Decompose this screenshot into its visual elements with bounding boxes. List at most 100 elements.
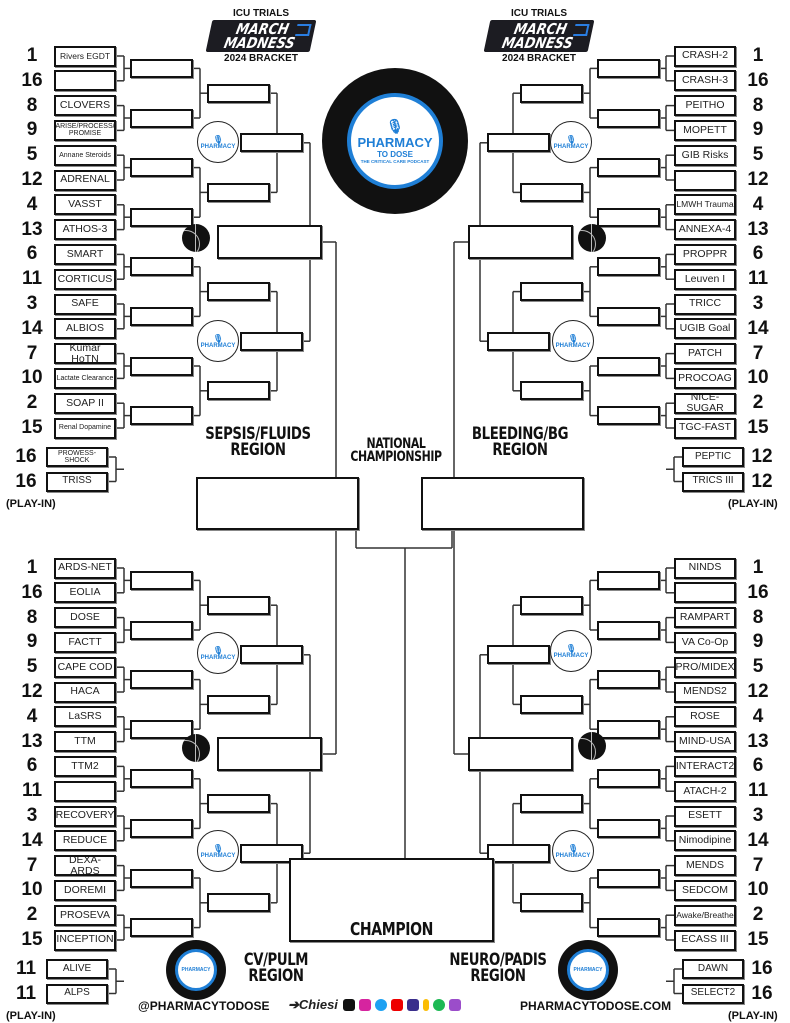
team-slot[interactable]: PROPPR bbox=[674, 243, 736, 265]
team-slot[interactable]: VA Co-Op bbox=[674, 631, 736, 653]
elite8-slot[interactable] bbox=[240, 645, 303, 665]
round2-slot[interactable] bbox=[130, 719, 193, 739]
team-slot[interactable]: ALBIOS bbox=[54, 318, 116, 340]
sweet16-slot[interactable] bbox=[520, 282, 583, 302]
sweet16-slot[interactable] bbox=[207, 694, 270, 714]
elite8-slot[interactable] bbox=[487, 133, 550, 153]
playin-slot[interactable]: SELECT2 bbox=[682, 983, 744, 1004]
round2-slot[interactable] bbox=[130, 868, 193, 888]
round2-slot[interactable] bbox=[597, 769, 660, 789]
sweet16-slot[interactable] bbox=[520, 83, 583, 103]
round2-slot[interactable] bbox=[597, 158, 660, 178]
team-slot[interactable]: HACA bbox=[54, 681, 116, 703]
round2-slot[interactable] bbox=[597, 406, 660, 426]
google-podcasts-icon[interactable] bbox=[422, 999, 429, 1011]
sweet16-slot[interactable] bbox=[207, 282, 270, 302]
champion-slot[interactable] bbox=[289, 858, 494, 942]
team-slot[interactable]: REDUCE bbox=[54, 830, 116, 852]
chiesi-logo[interactable]: ➔Chiesi bbox=[288, 997, 338, 1012]
round2-slot[interactable] bbox=[130, 207, 193, 227]
team-slot[interactable]: LaSRS bbox=[54, 706, 116, 728]
playin-slot[interactable]: TRICS III bbox=[682, 471, 744, 492]
team-slot[interactable]: ESETT bbox=[674, 805, 736, 827]
round2-slot[interactable] bbox=[130, 306, 193, 326]
team-slot[interactable]: SOAP II bbox=[54, 392, 116, 414]
team-slot[interactable]: PROSEVA bbox=[54, 904, 116, 926]
round2-slot[interactable] bbox=[597, 207, 660, 227]
team-slot[interactable]: ROSE bbox=[674, 706, 736, 728]
team-slot[interactable]: MIND-USA bbox=[674, 731, 736, 753]
round2-slot[interactable] bbox=[130, 356, 193, 376]
playin-slot[interactable]: DAWN bbox=[682, 959, 744, 979]
elite8-slot[interactable] bbox=[487, 331, 550, 351]
team-slot[interactable]: NICE-SUGAR bbox=[674, 392, 736, 414]
round2-slot[interactable] bbox=[130, 108, 193, 128]
national-semifinal-slot-left[interactable] bbox=[196, 477, 359, 530]
team-slot[interactable]: TGC-FAST bbox=[674, 417, 736, 439]
sweet16-slot[interactable] bbox=[207, 794, 270, 814]
team-slot[interactable]: ATACH-2 bbox=[674, 780, 736, 802]
team-slot[interactable]: LMWH Trauma bbox=[674, 194, 736, 216]
team-slot[interactable]: Kumar HoTN bbox=[54, 343, 116, 365]
team-slot[interactable]: PATCH bbox=[674, 343, 736, 365]
team-slot[interactable]: NINDS bbox=[674, 557, 736, 579]
round2-slot[interactable] bbox=[597, 868, 660, 888]
team-slot[interactable]: UGIB Goal bbox=[674, 318, 736, 340]
regional-champion-slot[interactable] bbox=[217, 225, 322, 259]
footer-website[interactable]: PHARMACYTODOSE.COM bbox=[520, 999, 672, 1013]
team-slot[interactable] bbox=[674, 169, 736, 191]
team-slot[interactable]: Nimodipine bbox=[674, 830, 736, 852]
round2-slot[interactable] bbox=[597, 918, 660, 938]
team-slot[interactable]: ANNEXA-4 bbox=[674, 219, 736, 241]
team-slot[interactable] bbox=[54, 780, 116, 802]
round2-slot[interactable] bbox=[130, 769, 193, 789]
team-slot[interactable]: Rivers EGDT bbox=[54, 45, 116, 67]
team-slot[interactable]: ADRENAL bbox=[54, 169, 116, 191]
sweet16-slot[interactable] bbox=[207, 595, 270, 615]
playin-slot[interactable]: PROWESS-SHOCK bbox=[46, 447, 108, 467]
team-slot[interactable]: MENDS bbox=[674, 855, 736, 877]
team-slot[interactable]: SAFE bbox=[54, 293, 116, 315]
sweet16-slot[interactable] bbox=[207, 381, 270, 401]
round2-slot[interactable] bbox=[130, 570, 193, 590]
team-slot[interactable]: INTERACT2 bbox=[674, 755, 736, 777]
team-slot[interactable]: RECOVERY bbox=[54, 805, 116, 827]
round2-slot[interactable] bbox=[597, 818, 660, 838]
team-slot[interactable]: CRASH-2 bbox=[674, 45, 736, 67]
team-slot[interactable]: Lactate Clearance bbox=[54, 367, 116, 389]
team-slot[interactable]: TRICC bbox=[674, 293, 736, 315]
team-slot[interactable]: VASST bbox=[54, 194, 116, 216]
round2-slot[interactable] bbox=[597, 670, 660, 690]
team-slot[interactable]: RAMPART bbox=[674, 607, 736, 629]
team-slot[interactable]: DOREMI bbox=[54, 879, 116, 901]
round2-slot[interactable] bbox=[597, 570, 660, 590]
team-slot[interactable] bbox=[674, 582, 736, 604]
team-slot[interactable]: ATHOS-3 bbox=[54, 219, 116, 241]
sweet16-slot[interactable] bbox=[520, 794, 583, 814]
playin-slot[interactable]: PEPTIC bbox=[682, 447, 744, 467]
round2-slot[interactable] bbox=[130, 406, 193, 426]
playin-slot[interactable]: ALPS bbox=[46, 983, 108, 1004]
footer-handle[interactable]: @PHARMACYTODOSE bbox=[138, 999, 270, 1013]
sweet16-slot[interactable] bbox=[520, 381, 583, 401]
team-slot[interactable]: Annane Steroids bbox=[54, 144, 116, 166]
team-slot[interactable]: CORTICUS bbox=[54, 268, 116, 290]
apple-podcasts-icon[interactable] bbox=[448, 999, 461, 1011]
sweet16-slot[interactable] bbox=[207, 893, 270, 913]
amazon-music-icon[interactable] bbox=[406, 999, 419, 1011]
team-slot[interactable]: GIB Risks bbox=[674, 144, 736, 166]
sweet16-slot[interactable] bbox=[207, 182, 270, 202]
team-slot[interactable]: TTM bbox=[54, 731, 116, 753]
team-slot[interactable]: Leuven I bbox=[674, 268, 736, 290]
team-slot[interactable]: SMART bbox=[54, 243, 116, 265]
spotify-icon[interactable] bbox=[432, 999, 445, 1011]
round2-slot[interactable] bbox=[130, 620, 193, 640]
team-slot[interactable]: PEITHO bbox=[674, 95, 736, 117]
regional-champion-slot[interactable] bbox=[468, 737, 573, 771]
sweet16-slot[interactable] bbox=[520, 893, 583, 913]
team-slot[interactable]: DOSE bbox=[54, 607, 116, 629]
elite8-slot[interactable] bbox=[240, 843, 303, 863]
elite8-slot[interactable] bbox=[240, 331, 303, 351]
instagram-icon[interactable] bbox=[358, 999, 371, 1011]
team-slot[interactable]: ECASS III bbox=[674, 929, 736, 951]
